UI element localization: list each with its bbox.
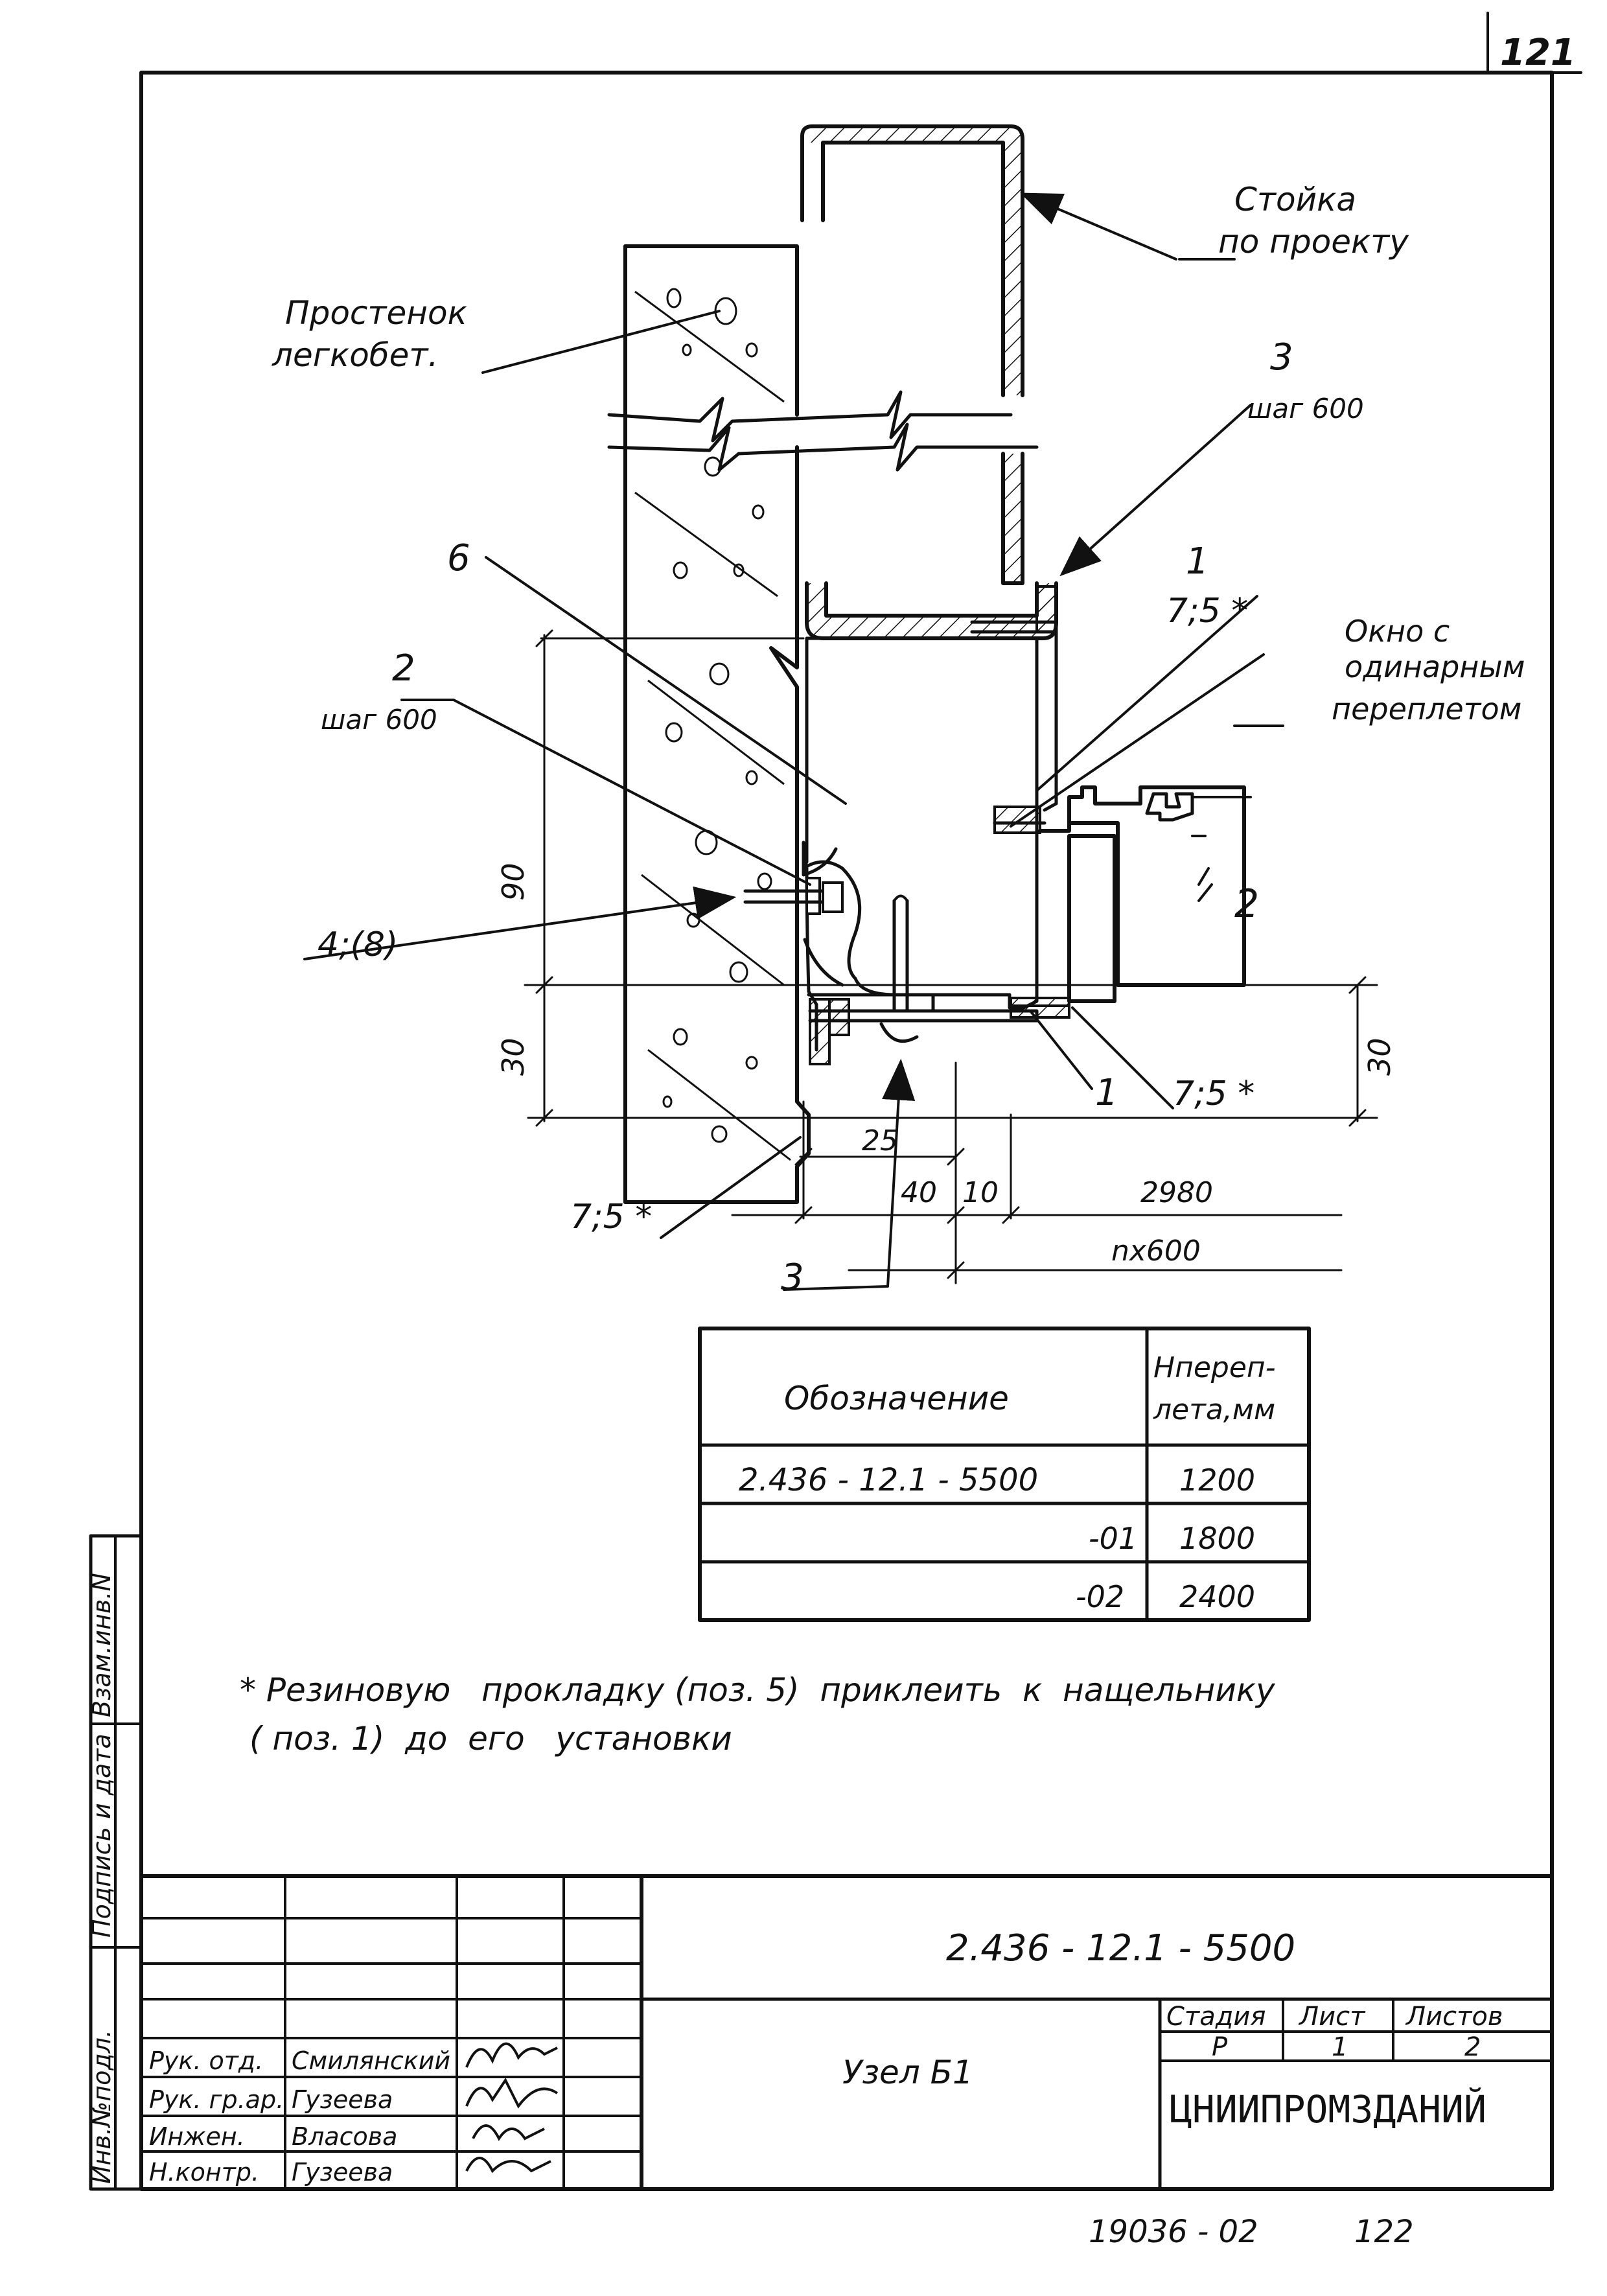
sheets-header: Листов — [1405, 2002, 1503, 2032]
signatures — [465, 2042, 559, 2174]
sign-role-1: Рук. гр.ар. — [149, 2085, 284, 2114]
table-header-height-2: лета,мм — [1153, 1393, 1275, 1426]
window-frame — [1038, 785, 1246, 1003]
stage-header: Стадия — [1166, 2002, 1266, 2032]
organization: ЦНИИПРОМЗДАНИЙ — [1170, 2087, 1486, 2131]
sign-name-0: Смилянский — [292, 2047, 450, 2075]
stamp-podpis-data: Подпись и дата — [87, 1734, 116, 1938]
sign-role-0: Рук. отд. — [149, 2047, 263, 2075]
callout-6: 6 — [447, 537, 470, 579]
label-okno-1: Окно с — [1345, 614, 1450, 649]
footer-page: 122 — [1354, 2214, 1414, 2250]
page-number: 121 — [1500, 32, 1576, 74]
drawing-title: Узел Б1 — [842, 2054, 973, 2091]
steel-post — [800, 124, 1058, 640]
dimension-lines — [524, 629, 1378, 1284]
table-cell-designation-1: -01 — [1089, 1521, 1137, 1556]
concrete-wall — [623, 244, 811, 1204]
table-header-height-1: Hпереп- — [1153, 1351, 1276, 1384]
sheet-header: Лист — [1298, 2002, 1366, 2032]
callout-75-right: 7;5 * — [1173, 1074, 1254, 1113]
callout-shag-left: шаг 600 — [321, 704, 437, 736]
dim-25: 25 — [862, 1124, 898, 1157]
sign-role-3: Н.контр. — [149, 2158, 259, 2186]
dim-40: 40 — [901, 1176, 937, 1209]
fasteners — [743, 581, 1070, 1065]
note-line-2: ( поз. 1) до его установки — [249, 1720, 732, 1757]
stage-value: Р — [1212, 2032, 1228, 2062]
callout-shag-top: шаг 600 — [1247, 393, 1364, 424]
table-cell-height-0: 1200 — [1179, 1463, 1255, 1498]
label-okno-2: одинарным — [1345, 649, 1525, 684]
label-prostenok-1: Простенок — [285, 294, 467, 332]
doc-code: 2.436 - 12.1 - 5500 — [946, 1927, 1295, 1969]
archive-number: 19036 - 02 — [1089, 2214, 1258, 2250]
table-cell-designation-2: -02 — [1076, 1579, 1124, 1614]
sheets-value: 2 — [1464, 2032, 1481, 2062]
label-stoika-2: по проекту — [1218, 223, 1409, 261]
table-cell-height-1: 1800 — [1179, 1521, 1255, 1556]
sign-name-2: Власова — [292, 2122, 397, 2151]
label-prostenok-2: легкобет. — [272, 336, 438, 374]
sign-name-3: Гузеева — [292, 2158, 393, 2186]
dim-90: 90 — [496, 863, 531, 901]
leader-lines — [303, 194, 1284, 1291]
callout-1-bottom: 1 — [1095, 1072, 1118, 1114]
label-okno-3: переплетом — [1332, 691, 1521, 726]
table-cell-height-2: 2400 — [1179, 1579, 1255, 1614]
sheet-value: 1 — [1332, 2032, 1348, 2062]
note-line-1: * Резиновую прокладку (поз. 5) приклеить… — [240, 1671, 1276, 1709]
break-lines — [607, 390, 1039, 472]
stamp-inv-podl: Инв.№подл. — [87, 2030, 116, 2184]
callout-75-left: 7;5 * — [570, 1198, 652, 1236]
callout-1-top: 1 — [1186, 540, 1209, 583]
dim-30-right: 30 — [1362, 1038, 1397, 1076]
callout-75-top: 7;5 * — [1166, 592, 1248, 631]
dim-2980: 2980 — [1140, 1176, 1213, 1209]
table-cell-designation-0: 2.436 - 12.1 - 5500 — [739, 1462, 1038, 1498]
spec-table — [698, 1327, 1311, 1622]
page-frame — [139, 12, 1582, 2191]
callout-2: 2 — [392, 647, 415, 690]
label-stoika-1: Стойка — [1234, 181, 1356, 218]
callout-3-top: 3 — [1270, 336, 1293, 378]
side-stamp — [89, 1534, 143, 2191]
dim-30-left: 30 — [496, 1038, 531, 1076]
dim-nx600: nx600 — [1111, 1235, 1201, 1268]
callout-4-8: 4;(8) — [318, 925, 398, 964]
table-header-designation: Обозначение — [784, 1380, 1009, 1417]
sign-name-1: Гузеева — [292, 2085, 393, 2114]
title-block — [139, 1874, 1554, 2191]
callout-3-bottom: 3 — [781, 1257, 804, 1299]
sign-role-2: Инжен. — [149, 2122, 245, 2151]
callout-2-window: 2 — [1234, 881, 1259, 927]
stamp-vzam-inv: Взам.инв.N — [87, 1573, 116, 1717]
dim-10: 10 — [962, 1176, 999, 1209]
